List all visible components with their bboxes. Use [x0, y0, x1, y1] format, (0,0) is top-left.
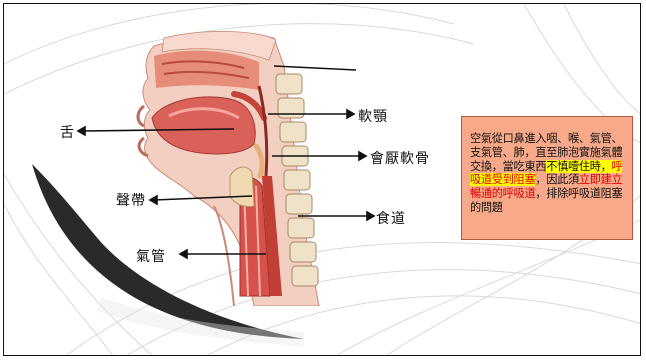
note-text-therefore: ，因此須: [535, 173, 579, 186]
explanation-note: 空氣從口鼻進入咽、喉、氣管、支氣管、肺，直至肺泡實施氣體交換，當吃東西不慎噎住時…: [461, 116, 633, 240]
label-trachea: 氣管: [136, 246, 166, 266]
label-tongue: 舌: [60, 122, 75, 142]
label-soft-palate: 軟顎: [358, 106, 388, 126]
label-esophagus: 食道: [376, 208, 406, 228]
label-epiglottis: 會厭軟骨: [370, 148, 430, 168]
slide: 舌 軟顎 會厭軟骨 聲帶 食道 氣管 空氣從口鼻進入咽、喉、氣管、支氣管、肺，直…: [3, 3, 641, 356]
note-highlight-choking: 不慎噎住時，: [546, 160, 611, 173]
label-vocal-cords: 聲帶: [116, 190, 146, 210]
